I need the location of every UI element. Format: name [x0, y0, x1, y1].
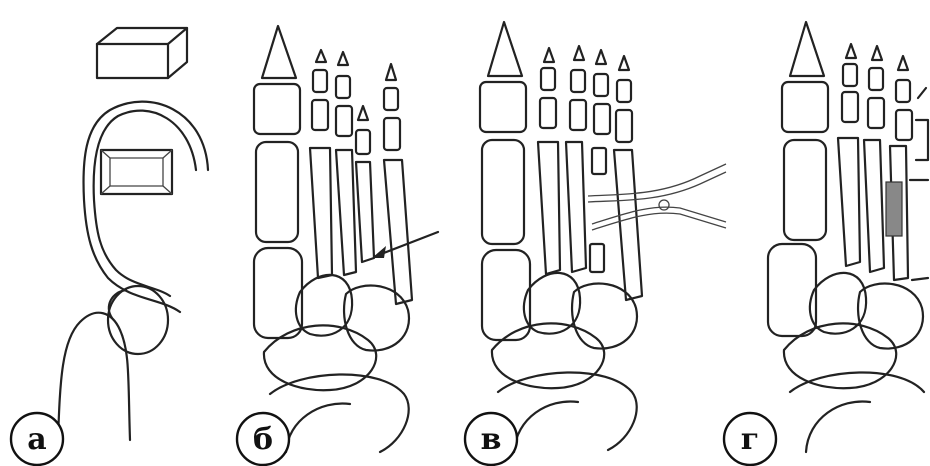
panel-v: в	[465, 22, 726, 465]
label-g-text: г	[741, 422, 759, 457]
label-b: б	[237, 413, 289, 465]
foot-bones-b	[254, 26, 412, 452]
graft-bed	[101, 150, 172, 194]
label-a-text: а	[27, 422, 46, 457]
arrow-b	[372, 232, 438, 258]
panel-g: г	[724, 22, 928, 465]
label-a: а	[11, 413, 63, 465]
panel-a: а	[11, 28, 208, 465]
panel-b: б	[237, 26, 438, 465]
distractor-instrument	[588, 164, 726, 230]
label-g: г	[724, 413, 776, 465]
label-v-text: в	[481, 422, 502, 457]
femoral-head	[58, 286, 168, 440]
bone-graft-block	[97, 28, 187, 78]
acetabulum-arc	[83, 102, 208, 312]
label-b-text: б	[253, 422, 273, 457]
foot-bones-g	[768, 22, 928, 452]
foot-bones-v	[480, 22, 642, 452]
label-v: в	[465, 413, 517, 465]
